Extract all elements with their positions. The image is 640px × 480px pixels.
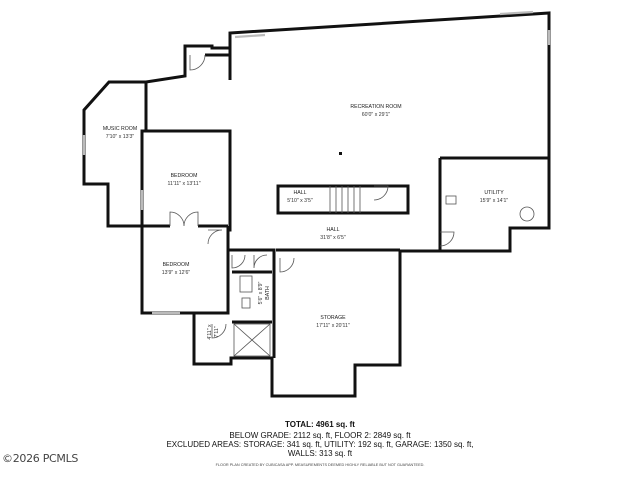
room-dims: 5'6" x 8'9": [258, 282, 264, 305]
watermark: ©2026 PCMLS: [2, 452, 79, 465]
room-label: BEDROOM: [163, 262, 190, 268]
shower: [233, 323, 271, 357]
room-dims: 15'9" x 14'1": [480, 198, 509, 204]
door-swing: [231, 254, 246, 269]
stair-treads: [329, 186, 361, 213]
disclaimer: FLOOR PLAN CREATED BY CUBICASA APP. MEAS…: [215, 463, 425, 467]
room-label: BEDROOM: [171, 173, 198, 179]
shower-x: [233, 323, 271, 357]
room-label: MUSIC ROOM: [103, 126, 137, 132]
room-label: HALL: [327, 227, 340, 233]
vanity: [239, 275, 253, 293]
room-label: BATH: [265, 286, 271, 300]
room-dims: 7'10" x 13'3": [106, 134, 135, 140]
room-dims: 7'11": [214, 326, 220, 337]
door-swing: [169, 211, 199, 227]
water-heater: [519, 206, 535, 222]
utility-appliance: [445, 195, 457, 205]
window: [499, 10, 534, 16]
excluded-areas: EXCLUDED AREAS: STORAGE: 341 sq. ft, UTI…: [166, 440, 474, 449]
room-dims: 13'9" x 12'6": [162, 270, 191, 276]
door-swing: [439, 231, 455, 247]
column: [339, 152, 342, 155]
door-swing: [189, 54, 206, 71]
room-dims: 60'0" x 29'1": [362, 112, 391, 118]
room-label: RECREATION ROOM: [350, 104, 401, 110]
interior-walls: [140, 48, 549, 358]
door-swing: [207, 229, 223, 245]
room-dims: 4'11" x: [207, 324, 213, 340]
outer-wall: [82, 11, 551, 398]
door-swing: [211, 323, 227, 339]
door-swing: [253, 254, 268, 269]
room-label: HALL: [294, 190, 307, 196]
door-swing: [373, 185, 389, 201]
room-dims: 11'11" x 13'11": [167, 181, 200, 187]
walls-area: WALLS: 313 sq. ft: [287, 449, 353, 458]
area-breakdown: BELOW GRADE: 2112 sq. ft, FLOOR 2: 2849 …: [229, 431, 411, 440]
toilet: [241, 297, 251, 309]
room-dims: 5'10" x 3'5": [287, 198, 313, 204]
room-label: STORAGE: [320, 315, 346, 321]
door-swing: [279, 257, 295, 273]
room-label: UTILITY: [484, 190, 504, 196]
room-dims: 31'8" x 6'5": [320, 235, 346, 241]
total-area: TOTAL: 4961 sq. ft: [285, 420, 355, 429]
stair-box: [276, 184, 410, 215]
window: [234, 33, 266, 39]
room-dims: 17'11" x 20'11": [316, 323, 350, 329]
